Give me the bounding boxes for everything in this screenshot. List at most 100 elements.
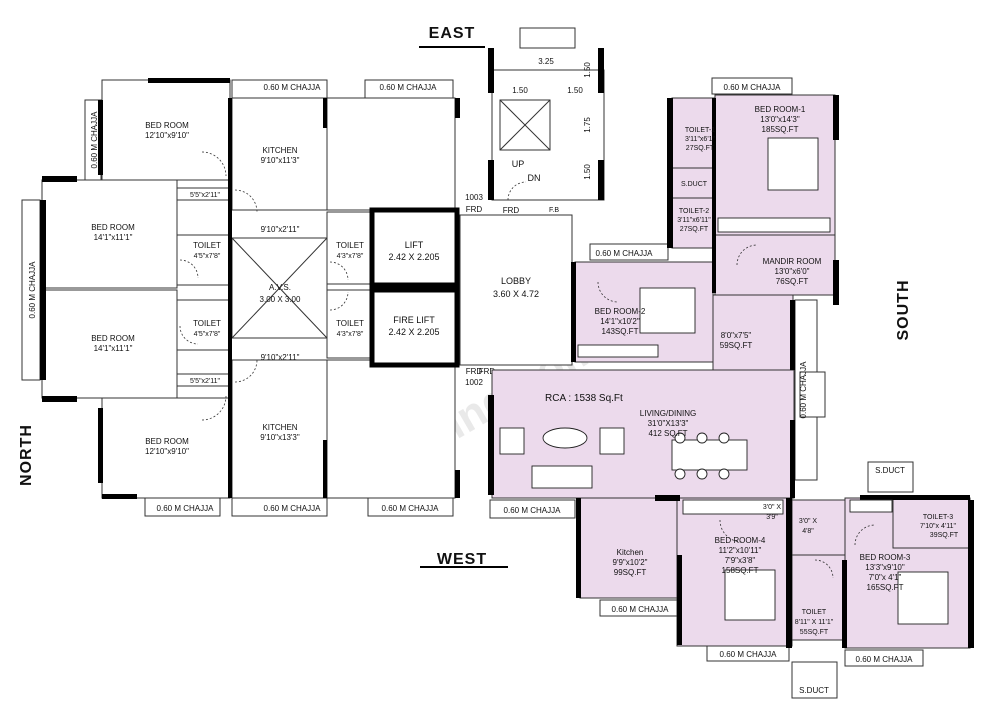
chajja-label: 0.60 M CHAJJA — [157, 504, 215, 513]
avs-dim: 3.00 X 3.00 — [260, 295, 301, 304]
coffee-table — [542, 427, 588, 449]
passage-dim: 8'0"x7'5" — [721, 331, 752, 340]
lobby-name: LOBBY — [501, 276, 531, 286]
room-dim: 3'11"x6'1" — [685, 136, 716, 143]
room-name: BED ROOM — [145, 121, 189, 130]
direction-east: EAST — [429, 25, 476, 42]
chajja-label: 0.60 M CHAJJA — [382, 504, 440, 513]
room-area: 185SQ.FT — [762, 125, 799, 134]
room-area: 27SQ.FT — [680, 226, 709, 233]
passage-area: 59SQ.FT — [720, 341, 753, 350]
room-dim: 13'3"x9'10" — [865, 563, 905, 572]
dim-label: 3'0" X — [763, 504, 782, 511]
room-area: 143SQ.FT — [602, 327, 639, 336]
room-name: BED ROOM — [145, 437, 189, 446]
dim-label: 4'8" — [802, 528, 814, 535]
passage-dim: 9'10"x2'11" — [261, 353, 300, 362]
bedroom-mid-top — [41, 179, 178, 289]
room-name: TOILET — [802, 609, 827, 616]
room-area: 55SQ.FT — [800, 629, 829, 636]
bed — [897, 571, 949, 625]
toilet-left-top — [176, 234, 231, 286]
room-name: BED ROOM-1 — [755, 105, 806, 114]
chajja-strip — [711, 77, 793, 95]
direction-south: SOUTH — [895, 280, 912, 341]
rca-label: RCA : 1538 Sq.Ft — [545, 393, 623, 404]
passage-dim: 5'5"x2'11" — [190, 378, 221, 385]
toilet-name: TOILET — [193, 319, 221, 328]
direction-north: NORTH — [18, 424, 35, 486]
toilet-3 — [892, 497, 971, 549]
room-name: BED ROOM-2 — [595, 307, 646, 316]
chajja-strip — [844, 649, 924, 667]
stair-dim: 1.50 — [567, 86, 583, 95]
flat-number: 1003 — [465, 193, 483, 202]
room-area: 76SQ.FT — [776, 277, 809, 286]
room-name: TOILET-1 — [685, 127, 715, 134]
room-name: BED ROOM — [91, 334, 135, 343]
room-area: 165SQ.FT — [867, 583, 904, 592]
frd-label: FRD — [466, 367, 483, 376]
fire-lift-dim: 2.42 X 2.205 — [388, 327, 439, 337]
room-dim: 3'11"x6'11" — [677, 217, 711, 224]
room-dim: 7'0"x 4'1" — [869, 573, 902, 582]
toilet-dim: 4'5"x7'8" — [194, 253, 221, 260]
sduct-label: S.DUCT — [799, 686, 829, 695]
sduct-label: S.DUCT — [681, 181, 708, 188]
room-dim: 9'10"x11'3" — [261, 156, 300, 165]
room-area: 39SQ.FT — [930, 532, 959, 539]
sduct-label: S.DUCT — [875, 466, 905, 475]
bed — [639, 287, 696, 334]
mandir-room — [714, 234, 836, 296]
toilet-dim: 4'3"x7'8" — [337, 331, 364, 338]
room-dim: 9'10"x13'3" — [260, 433, 300, 442]
fb-label: F.B — [549, 207, 559, 214]
chajja-label: 0.60 M CHAJJA — [612, 605, 670, 614]
stair-up: UP — [512, 159, 525, 169]
room-name: MANDIR ROOM — [763, 257, 822, 266]
room-top-right — [326, 97, 456, 211]
wardrobe — [717, 217, 831, 233]
chajja-label: 0.60 M CHAJJA — [264, 504, 322, 513]
room-name: KITCHEN — [262, 146, 297, 155]
wardrobe — [682, 499, 784, 515]
room-area: 27SQ.FT — [686, 145, 715, 152]
flat-number: 1002 — [465, 378, 483, 387]
room-dim: 13'0"x6'0" — [775, 267, 810, 276]
stair-dim: 1.50 — [583, 62, 592, 78]
frd-label: FRD — [466, 205, 483, 214]
chajja-label: 0.60 M CHAJJA — [504, 506, 562, 515]
toilet-dim: 4'3"x7'8" — [337, 253, 364, 260]
passage-small — [791, 499, 848, 556]
lobby-dim: 3.60 X 4.72 — [493, 289, 539, 299]
room-area: 412 SQ.FT — [648, 429, 687, 438]
chajja-strip — [589, 243, 669, 261]
bed — [724, 569, 776, 621]
chajja-label: 0.60 M CHAJJA — [720, 650, 778, 659]
fire-lift — [369, 287, 460, 368]
vent-box — [799, 371, 826, 418]
room-dim: 31'0"X13'3" — [648, 419, 689, 428]
lift-dim: 2.42 X 2.205 — [388, 252, 439, 262]
stair-dim: 1.50 — [512, 86, 528, 95]
room-dim: 14'1"x11'1" — [94, 344, 133, 353]
room-dim: 12'10"x9'10" — [145, 131, 189, 140]
dim-label: 3'9" — [766, 514, 778, 521]
chajja-label: 0.60 M CHAJJA — [799, 361, 808, 419]
room-dim: 14'1"x11'1" — [94, 233, 133, 242]
room-dim: 14'1"x10'2" — [600, 317, 640, 326]
room-name: LIVING/DINING — [640, 409, 696, 418]
wardrobe — [849, 499, 893, 513]
chajja-strip — [489, 499, 576, 519]
direction-west: WEST — [437, 551, 487, 568]
stair-dim: 1.75 — [583, 117, 592, 133]
chajja-label: 0.60 M CHAJJA — [596, 249, 654, 258]
bedroom-top-left — [101, 79, 231, 181]
left-block: 0.60 M CHAJJA 0.60 M CHAJJA 0.60 M CHAJJ… — [21, 78, 460, 517]
core: LIFT 2.42 X 2.205 FIRE LIFT 2.42 X 2.205… — [369, 27, 605, 387]
lift — [369, 207, 460, 288]
chajja-label: 0.60 M CHAJJA — [264, 83, 322, 92]
frd-label: FRD — [503, 206, 520, 215]
dining-table — [671, 439, 748, 471]
